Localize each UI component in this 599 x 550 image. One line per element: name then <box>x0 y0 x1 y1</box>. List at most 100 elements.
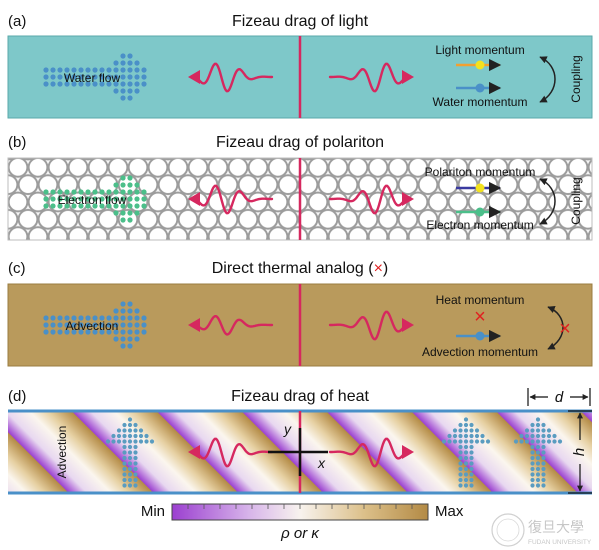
flow-dot <box>43 196 49 202</box>
wave-packet-line <box>328 310 408 341</box>
flow-dot <box>134 182 140 188</box>
flow-dot <box>120 182 126 188</box>
advection-dot <box>552 439 557 444</box>
coupling-label-b: Coupling <box>569 177 583 224</box>
flow-dot <box>43 203 49 209</box>
flow-dot <box>78 315 84 321</box>
flow-dot <box>64 196 70 202</box>
height-dimension: h <box>568 410 592 494</box>
advection-dot <box>458 477 463 483</box>
advection-dot <box>116 433 122 439</box>
advection-dot <box>133 444 138 450</box>
panel-c-title: Direct thermal analog (×) <box>212 260 389 277</box>
advection-dot <box>116 439 122 444</box>
advection-dot <box>463 422 469 428</box>
advection-dot <box>458 461 463 466</box>
wave-packet-line <box>328 62 408 93</box>
advection-dot <box>513 439 519 444</box>
advection-dot <box>127 466 133 472</box>
flow-dot <box>127 88 133 94</box>
period-dimension: d <box>527 388 591 406</box>
flow-dot <box>120 60 126 66</box>
advection-dot <box>133 433 138 439</box>
flow-dot <box>50 203 56 209</box>
panel-c: (c) Direct thermal analog (×) Advection … <box>7 260 593 367</box>
flow-dot <box>120 175 126 181</box>
panel-d: (d) Fizeau drag of heat Advection x y d <box>8 388 592 495</box>
flow-dot <box>57 315 63 321</box>
electron-momentum-label: Electron momentum <box>426 218 533 232</box>
advection-dot <box>133 422 138 428</box>
flow-dot <box>134 210 140 216</box>
advection-dot <box>480 433 485 439</box>
flow-dot <box>78 189 84 195</box>
flow-dot <box>120 336 126 342</box>
flow-dot <box>134 189 140 195</box>
flow-dot <box>85 189 91 195</box>
flow-dot <box>127 203 133 209</box>
advection-dot <box>122 422 127 428</box>
advection-dot <box>474 439 480 444</box>
electron-flow-label: Electron flow <box>58 193 127 207</box>
wave-right-d <box>328 437 414 468</box>
flow-dot <box>64 189 70 195</box>
fudan-seal-icon <box>491 513 525 547</box>
flow-dot <box>92 196 98 202</box>
advection-dot <box>541 472 546 477</box>
coupling-cross-c: × <box>559 318 571 340</box>
advection-dot <box>469 422 474 428</box>
wave-right-a <box>328 62 414 93</box>
advection-dot <box>535 417 541 422</box>
advection-dot <box>480 439 485 444</box>
advection-dot <box>458 466 463 472</box>
flow-dot <box>71 203 77 209</box>
flow-dot <box>78 322 84 328</box>
flow-dot <box>99 322 105 328</box>
flow-dot <box>120 53 126 59</box>
advection-dot <box>474 428 480 433</box>
flow-dot <box>120 322 126 328</box>
flow-dot <box>141 189 147 195</box>
advection-dot <box>122 450 127 455</box>
flow-dot <box>106 196 112 202</box>
electron-momentum-arrow <box>456 205 502 219</box>
panel-d-letter: (d) <box>8 388 26 405</box>
flow-dot <box>113 210 119 216</box>
flow-dot <box>134 308 140 314</box>
flow-dot <box>57 189 63 195</box>
advection-dot <box>469 483 474 488</box>
flow-dot <box>57 74 63 80</box>
wave-arrowhead <box>188 70 200 84</box>
advection-dot <box>458 450 463 455</box>
flow-dot <box>71 329 77 335</box>
flow-dot <box>78 81 84 87</box>
advection-dot <box>463 444 469 450</box>
advection-dot <box>530 483 535 488</box>
advection-dot <box>535 455 541 461</box>
advection-dot <box>127 444 133 450</box>
flow-dot <box>71 67 77 73</box>
advection-dot <box>452 439 458 444</box>
advection-dot <box>530 428 535 433</box>
advection-dot <box>127 483 133 488</box>
flow-dot <box>92 67 98 73</box>
advection-dot <box>530 444 535 450</box>
flow-dot <box>71 81 77 87</box>
flow-dot <box>120 81 126 87</box>
colorbar-min-label: Min <box>141 503 165 520</box>
flow-dot <box>106 315 112 321</box>
flow-dot <box>43 329 49 335</box>
wave-packet-line <box>328 184 408 215</box>
advection-dot <box>122 461 127 466</box>
advection-dot <box>122 433 127 439</box>
water-momentum-label: Water momentum <box>433 95 528 109</box>
advection-dot <box>122 455 127 461</box>
polariton-momentum-label: Polariton momentum <box>425 165 536 179</box>
advection-dot <box>133 466 138 472</box>
advection-dot <box>458 472 463 477</box>
advection-dot <box>546 428 552 433</box>
advection-dot <box>552 433 557 439</box>
advection-dot <box>469 428 474 433</box>
advection-dot <box>557 439 563 444</box>
